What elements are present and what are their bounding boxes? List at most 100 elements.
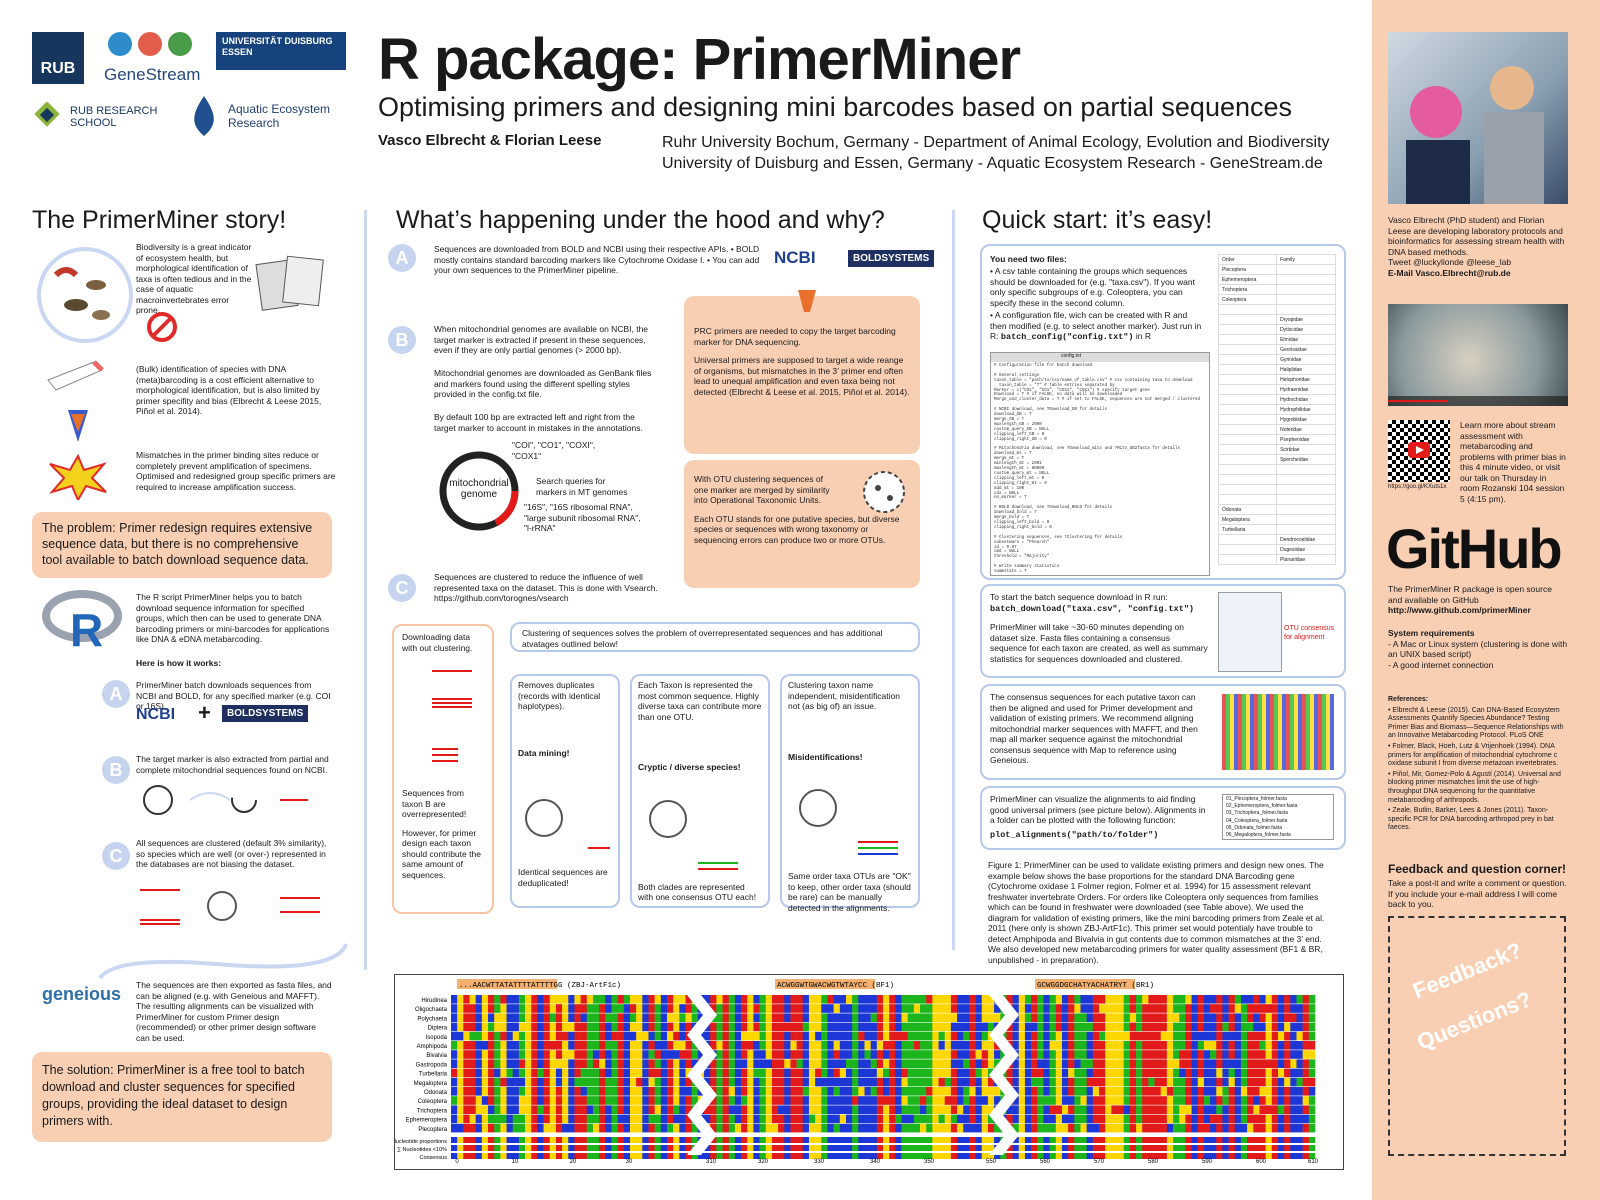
base-cell <box>1037 1096 1044 1105</box>
summary-cell <box>1210 1137 1217 1143</box>
base-cell <box>1302 1050 1310 1059</box>
base-cell <box>858 1123 865 1133</box>
base-cell <box>1018 995 1026 1004</box>
summary-cell <box>1185 1145 1192 1151</box>
base-cell <box>1068 1096 1075 1105</box>
base-cell <box>1148 1004 1155 1013</box>
base-cell <box>852 1013 859 1022</box>
base-cell <box>1290 1068 1297 1078</box>
summary-cell <box>506 1145 514 1151</box>
base-cell <box>1210 1096 1217 1105</box>
base-cell <box>1086 1096 1094 1105</box>
base-cell <box>1296 1077 1303 1087</box>
base-cell <box>1228 1077 1236 1087</box>
taxon-label: Odonata <box>424 1090 448 1096</box>
base-cell <box>821 1041 828 1050</box>
base-cell <box>907 1022 915 1032</box>
base-cell <box>1185 1031 1192 1041</box>
base-cell <box>1037 1022 1044 1032</box>
feedback-postit-area[interactable]: Feedback? Questions? <box>1388 916 1566 1156</box>
base-cell <box>1080 1004 1087 1013</box>
qr-code[interactable] <box>1388 420 1450 482</box>
base-cell <box>469 1096 476 1105</box>
base-cell <box>1099 1114 1106 1124</box>
base-cell <box>728 1022 736 1032</box>
base-cell <box>518 1022 526 1032</box>
base-cell <box>889 1031 896 1041</box>
summary-cell <box>1277 1137 1285 1143</box>
qr-url[interactable]: https://goo.gl/KXuts1x <box>1388 484 1447 490</box>
video-thumbnail[interactable] <box>1388 304 1568 406</box>
base-cell <box>876 1041 884 1050</box>
tube-icon <box>47 360 104 391</box>
base-cell <box>654 1114 662 1124</box>
base-cell <box>636 1004 643 1013</box>
summary-cell <box>741 1137 748 1143</box>
base-cell <box>734 1059 742 1068</box>
base-cell <box>679 1123 686 1133</box>
base-cell <box>821 995 828 1004</box>
base-cell <box>549 1068 557 1078</box>
base-cell <box>907 1050 915 1059</box>
summary-cell <box>876 1145 884 1151</box>
base-cell <box>753 1105 760 1114</box>
base-cell <box>784 1087 791 1096</box>
base-cell <box>1234 1123 1242 1133</box>
summary-cell <box>574 1153 581 1159</box>
summary-cell <box>1247 1137 1254 1143</box>
base-cell <box>1302 995 1310 1004</box>
base-cell <box>895 1105 902 1114</box>
base-cell <box>679 1087 686 1096</box>
base-cell <box>1129 1114 1137 1124</box>
tick-label: 0 <box>455 1159 459 1165</box>
base-cell <box>1018 1087 1026 1096</box>
base-cell <box>1308 1059 1316 1068</box>
base-cell <box>1012 1059 1020 1068</box>
base-cell <box>555 1096 563 1105</box>
base-cell <box>747 1050 754 1059</box>
base-cell <box>796 1068 804 1078</box>
base-cell <box>1068 995 1075 1004</box>
summary-cell <box>944 1145 952 1151</box>
summary-cell <box>648 1145 655 1151</box>
base-cell <box>506 1004 514 1013</box>
base-cell <box>586 1068 594 1078</box>
base-cell <box>1259 1123 1266 1133</box>
base-cell <box>926 1031 933 1041</box>
base-cell <box>753 1059 760 1068</box>
base-cell <box>963 1068 970 1078</box>
base-cell <box>1148 1077 1155 1087</box>
base-cell <box>765 1022 773 1032</box>
base-cell <box>562 1096 569 1105</box>
base-cell <box>1154 1059 1162 1068</box>
base-cell <box>1154 1087 1162 1096</box>
search-queries: Search queries for markers in MT genomes <box>536 476 628 497</box>
base-cell <box>827 1041 834 1050</box>
base-cell <box>673 1031 680 1041</box>
base-cell <box>1259 1041 1266 1050</box>
base-cell <box>1037 1031 1044 1041</box>
base-cell <box>975 1022 983 1032</box>
base-cell <box>660 1013 668 1022</box>
base-cell <box>1191 1004 1199 1013</box>
base-cell <box>1265 1087 1273 1096</box>
base-cell <box>741 1114 748 1124</box>
base-cell <box>852 1123 859 1133</box>
base-cell <box>1308 1114 1316 1124</box>
base-cell <box>1290 1022 1297 1032</box>
base-cell <box>525 1059 532 1068</box>
summary-cell <box>1099 1153 1106 1159</box>
base-cell <box>1284 1050 1291 1059</box>
summary-cell <box>994 1137 1001 1143</box>
video-play-icon[interactable] <box>1388 304 1568 406</box>
base-cell <box>685 995 692 1004</box>
base-cell <box>1043 1087 1050 1096</box>
base-cell <box>716 1041 723 1050</box>
summary-cell <box>920 1145 927 1151</box>
summary-cell <box>1302 1137 1310 1143</box>
base-cell <box>932 1114 939 1124</box>
base-cell <box>1055 1114 1063 1124</box>
base-cell <box>1105 1004 1112 1013</box>
summary-cell <box>778 1145 785 1151</box>
base-cell <box>469 1123 476 1133</box>
